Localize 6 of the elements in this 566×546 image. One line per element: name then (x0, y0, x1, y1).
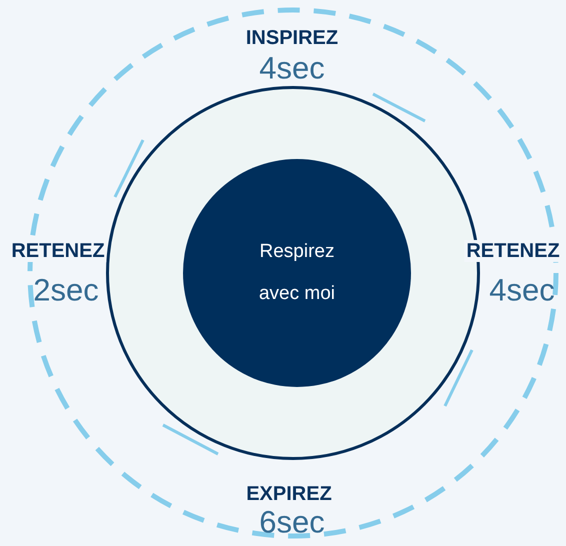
duration-label: 6sec (259, 506, 325, 538)
duration-label: 2sec (33, 274, 99, 306)
duration-label: 4sec (259, 52, 325, 84)
node-label: Respirez avec moi (258, 240, 336, 306)
phase-label: RETENEZ (464, 240, 562, 262)
duration-label: 4sec (489, 274, 555, 306)
